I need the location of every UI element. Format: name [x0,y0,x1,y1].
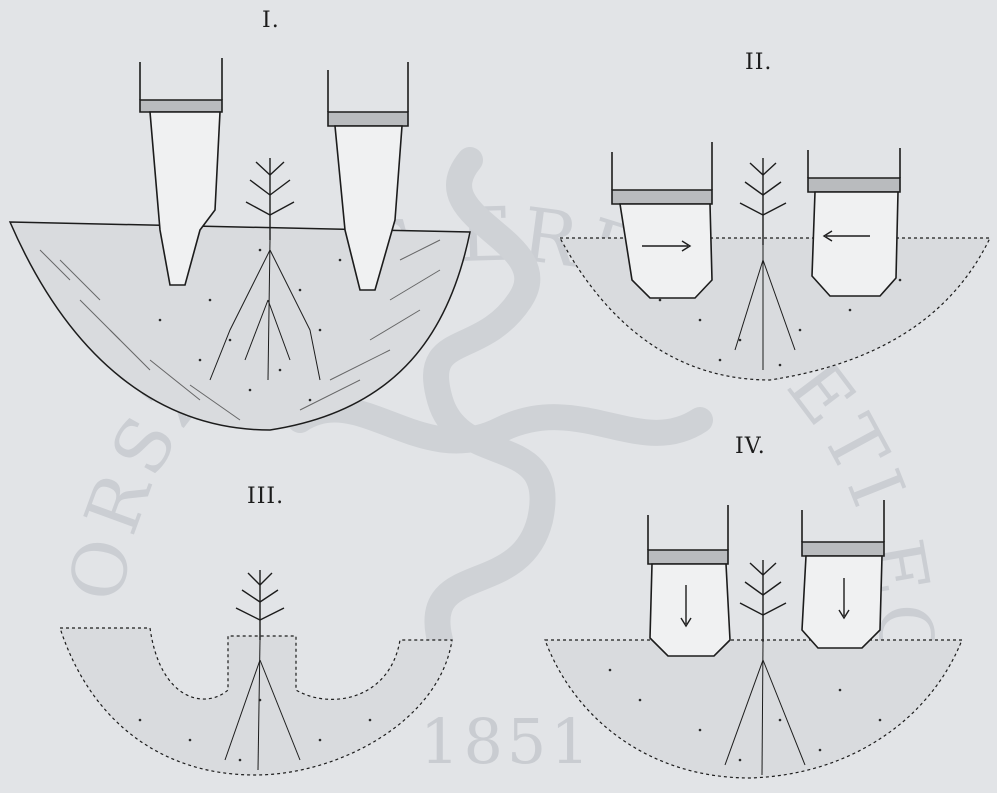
figure-2-label: II. [745,50,772,75]
figure-3-label: III. [247,484,284,509]
figure-4-illustration [545,500,962,778]
figure-4-label: IV. [735,434,766,459]
figure-3-illustration [60,570,452,775]
watermark-year: 1851 [420,705,594,778]
figure-1-label: I. [262,8,280,33]
figure-1-illustration [10,58,470,430]
figure-2-illustration [560,142,990,380]
